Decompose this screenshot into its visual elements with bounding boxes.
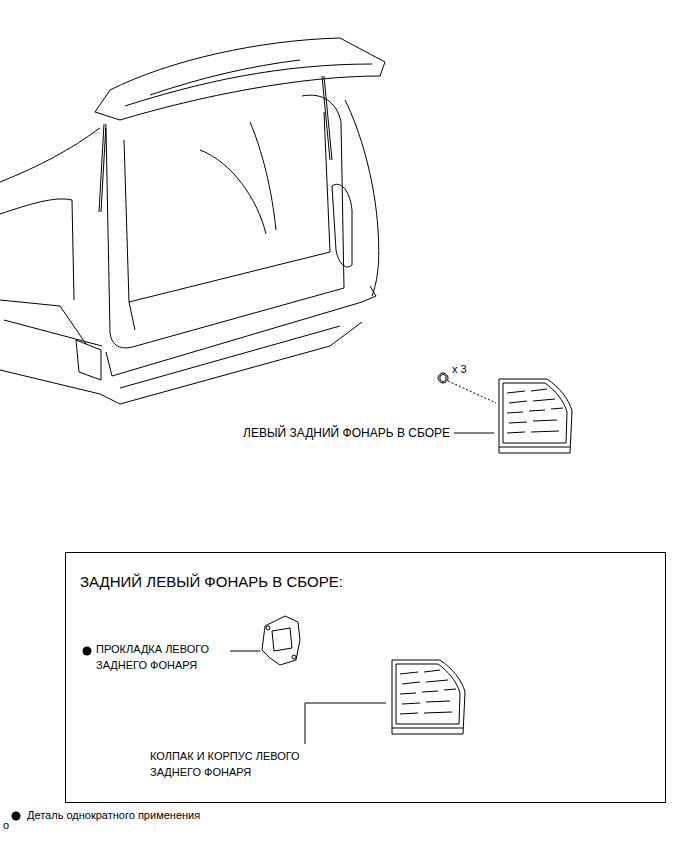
part-name: ЛЕВЫЙ ЗАДНИЙ ФОНАРЬ В СБОРЕ [243,425,450,442]
install-line [448,381,496,403]
nut-symbol [438,373,448,383]
page-mark: o [3,818,9,834]
legend-text: Деталь однократного применения [27,808,200,824]
legend-mark [12,812,21,821]
quantity: x 3 [452,362,467,378]
single-use-mark [83,647,92,656]
gasket [262,616,300,665]
lamp-lens-housing [392,660,465,734]
rear-lamp [499,379,572,453]
box-heading: ЗАДНИЙ ЛЕВЫЙ ФОНАРЬ В СБОРЕ: [80,573,657,591]
part-name: КОЛПАК И КОРПУС ЛЕВОГО ЗАДНЕГО ФОНАРЯ [150,749,350,781]
vehicle-rear [0,38,385,404]
leader-line [230,651,260,652]
assembly-box: ЗАДНИЙ ЛЕВЫЙ ФОНАРЬ В СБОРЕ: [65,552,666,803]
part-name: ПРОКЛАДКА ЛЕВОГО ЗАДНЕГО ФОНАРЯ [96,642,226,674]
leader-line [454,433,494,434]
leader-line [305,703,386,744]
